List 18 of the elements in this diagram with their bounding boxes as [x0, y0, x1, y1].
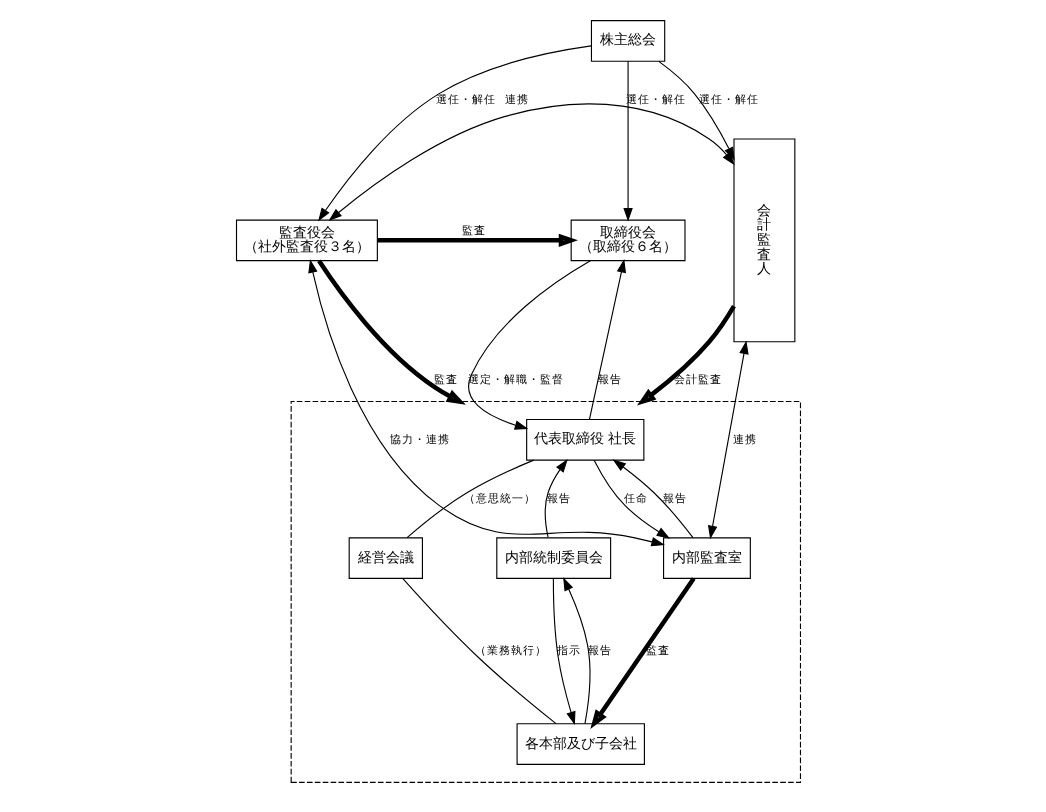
arrow [317, 259, 466, 405]
arrow [623, 60, 633, 222]
arrow [318, 45, 592, 222]
arrow [563, 577, 591, 725]
arrow [593, 459, 671, 539]
arrow [544, 459, 568, 538]
arrow [308, 259, 665, 547]
connector [402, 578, 557, 725]
arrow [468, 260, 591, 430]
arrow [590, 577, 696, 729]
connector [406, 459, 535, 539]
arrow [588, 259, 626, 420]
arrow [707, 340, 749, 540]
arrow [612, 459, 694, 539]
arrow [636, 304, 736, 406]
cluster [290, 400, 802, 783]
arrow [552, 577, 576, 726]
arrow [377, 233, 578, 248]
